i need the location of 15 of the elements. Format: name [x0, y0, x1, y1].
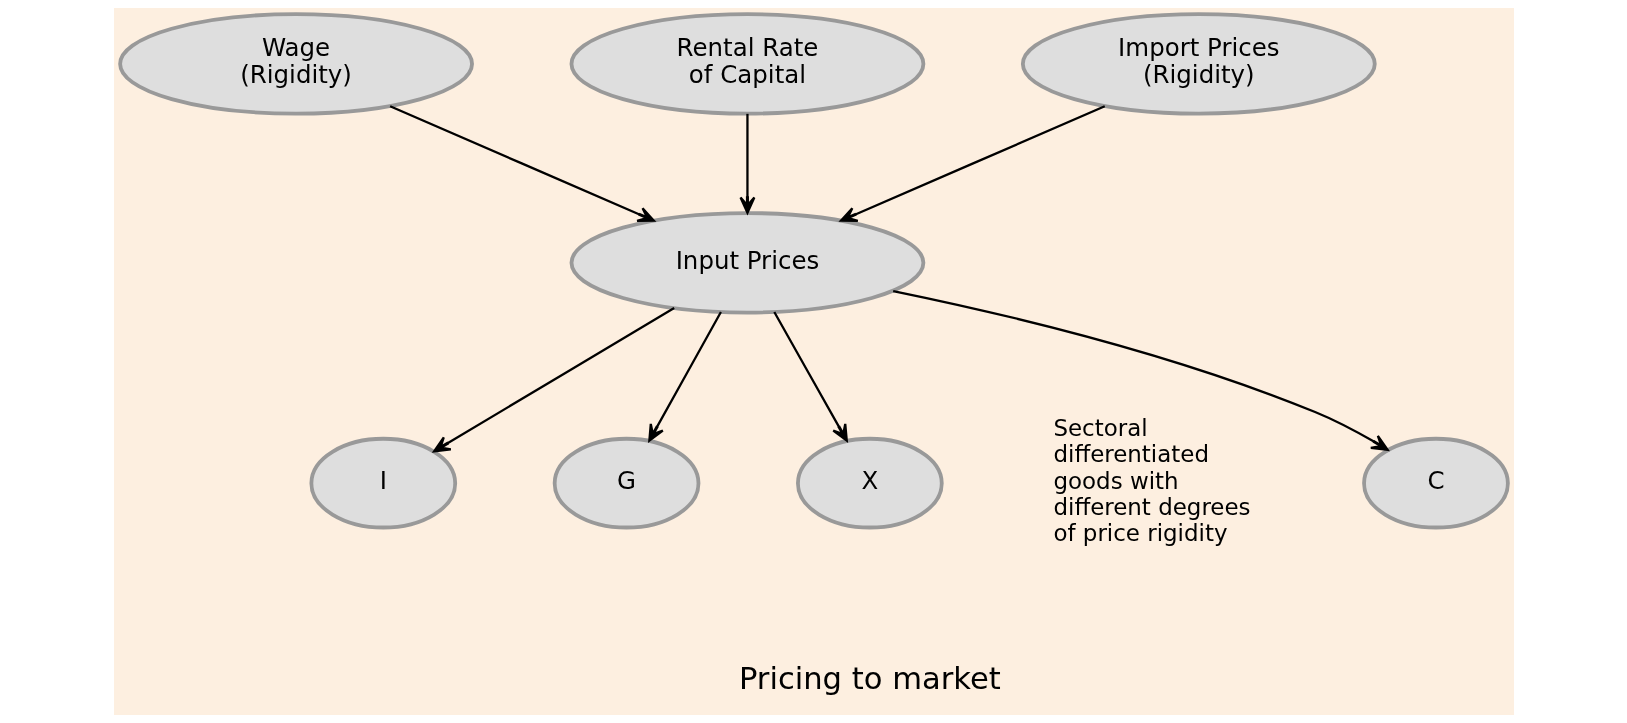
- arrow: [839, 105, 1105, 223]
- arrow: [432, 307, 675, 453]
- label: Pricing to market: [738, 660, 1001, 696]
- node-ellipse: G: [552, 436, 700, 530]
- node-ellipse: Rental Rate of Capital: [569, 12, 925, 116]
- arrow: [389, 105, 655, 223]
- node-ellipse: Wage (Rigidity): [117, 12, 474, 116]
- node-ellipse: Input Prices: [569, 211, 925, 315]
- arrow: [892, 289, 1389, 451]
- arrow: [772, 311, 848, 442]
- arrow: [738, 113, 755, 214]
- node-ellipse: X: [795, 436, 944, 530]
- node-ellipse: Import Prices (Rigidity): [1020, 12, 1377, 116]
- label: Sectoral differentiated goods with different degrees of price rigidity: [1052, 415, 1250, 546]
- arrow: [647, 311, 722, 442]
